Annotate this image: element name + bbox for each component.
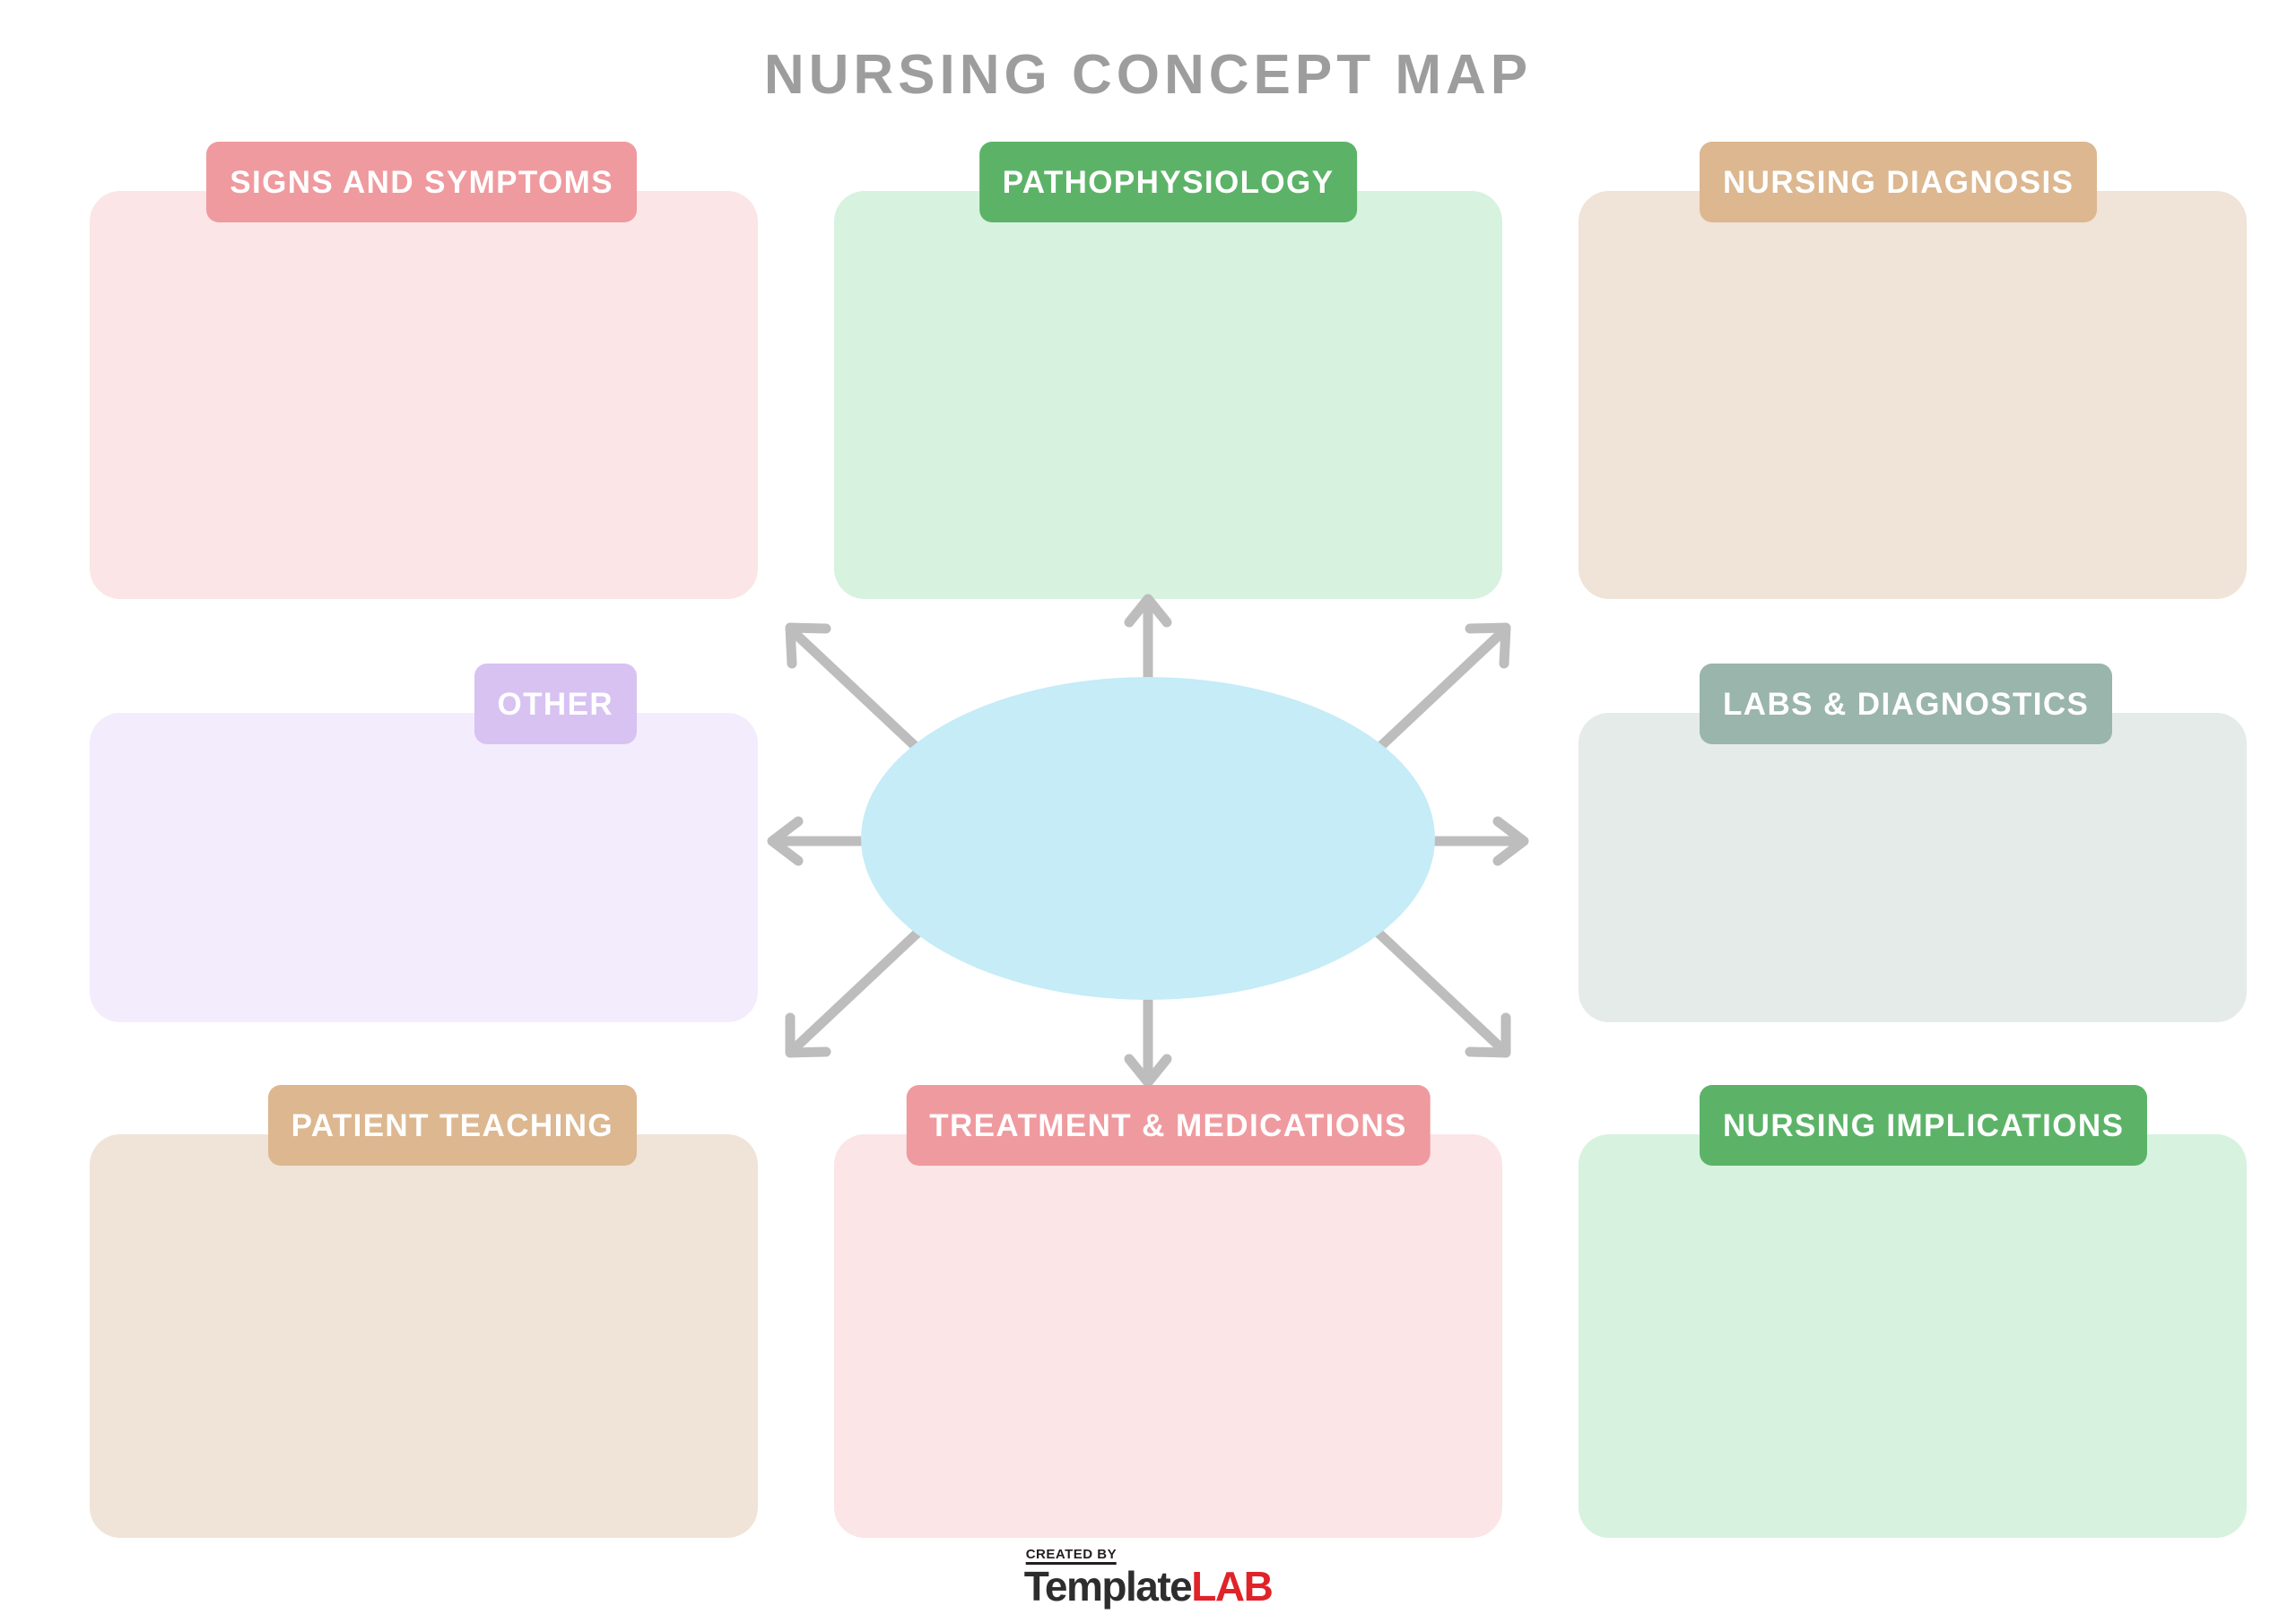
created-by-wrap: CREATED BY bbox=[1024, 1548, 1273, 1566]
page-title: NURSING CONCEPT MAP bbox=[763, 44, 1533, 106]
card-patient-teaching[interactable]: PATIENT TEACHING bbox=[90, 1085, 758, 1538]
center-topic-ellipse[interactable] bbox=[861, 677, 1435, 1000]
card-title-pathophysiology: PATHOPHYSIOLOGY bbox=[1002, 164, 1335, 200]
card-header-nursing-implications: NURSING IMPLICATIONS bbox=[1700, 1085, 2148, 1166]
card-pathophysiology[interactable]: PATHOPHYSIOLOGY bbox=[834, 142, 1502, 599]
card-header-patient-teaching: PATIENT TEACHING bbox=[267, 1085, 637, 1166]
card-labs-and-diagnostics[interactable]: LABS & DIAGNOSTICS bbox=[1578, 664, 2247, 1022]
center-concept-stage bbox=[758, 592, 1538, 1089]
card-nursing-diagnosis[interactable]: NURSING DIAGNOSIS bbox=[1578, 142, 2247, 599]
created-by-label: CREATED BY bbox=[1025, 1548, 1118, 1565]
card-body-other[interactable] bbox=[90, 713, 758, 1022]
card-header-other: OTHER bbox=[474, 664, 637, 744]
card-header-labs-and-diagnostics: LABS & DIAGNOSTICS bbox=[1700, 664, 2113, 744]
card-body-nursing-diagnosis[interactable] bbox=[1578, 191, 2247, 599]
card-other[interactable]: OTHER bbox=[90, 664, 758, 1022]
card-body-patient-teaching[interactable] bbox=[90, 1134, 758, 1538]
card-treatment-and-medications[interactable]: TREATMENT & MEDICATIONS bbox=[834, 1085, 1502, 1538]
card-title-labs-and-diagnostics: LABS & DIAGNOSTICS bbox=[1723, 686, 2090, 722]
card-header-signs-and-symptoms: SIGNS AND SYMPTOMS bbox=[206, 142, 637, 222]
card-title-patient-teaching: PATIENT TEACHING bbox=[291, 1107, 613, 1143]
card-title-treatment-and-medications: TREATMENT & MEDICATIONS bbox=[929, 1107, 1407, 1143]
card-body-pathophysiology[interactable] bbox=[834, 191, 1502, 599]
brand-wordmark: TemplateLAB bbox=[1023, 1563, 1274, 1610]
card-title-nursing-implications: NURSING IMPLICATIONS bbox=[1723, 1107, 2125, 1143]
brand-template-text: Template bbox=[1023, 1563, 1193, 1610]
card-body-treatment-and-medications[interactable] bbox=[834, 1134, 1502, 1538]
card-body-nursing-implications[interactable] bbox=[1578, 1134, 2247, 1538]
card-title-signs-and-symptoms: SIGNS AND SYMPTOMS bbox=[230, 164, 613, 200]
card-signs-and-symptoms[interactable]: SIGNS AND SYMPTOMS bbox=[90, 142, 758, 599]
templatelab-logo[interactable]: CREATED BY TemplateLAB bbox=[1023, 1548, 1274, 1610]
card-title-other: OTHER bbox=[497, 686, 613, 722]
card-header-pathophysiology: PATHOPHYSIOLOGY bbox=[978, 142, 1358, 222]
card-body-labs-and-diagnostics[interactable] bbox=[1578, 713, 2247, 1022]
card-header-nursing-diagnosis: NURSING DIAGNOSIS bbox=[1700, 142, 2098, 222]
card-header-treatment-and-medications: TREATMENT & MEDICATIONS bbox=[906, 1085, 1431, 1166]
card-title-nursing-diagnosis: NURSING DIAGNOSIS bbox=[1723, 164, 2074, 200]
card-body-signs-and-symptoms[interactable] bbox=[90, 191, 758, 599]
card-nursing-implications[interactable]: NURSING IMPLICATIONS bbox=[1578, 1085, 2247, 1538]
brand-lab-text: LAB bbox=[1191, 1563, 1274, 1610]
